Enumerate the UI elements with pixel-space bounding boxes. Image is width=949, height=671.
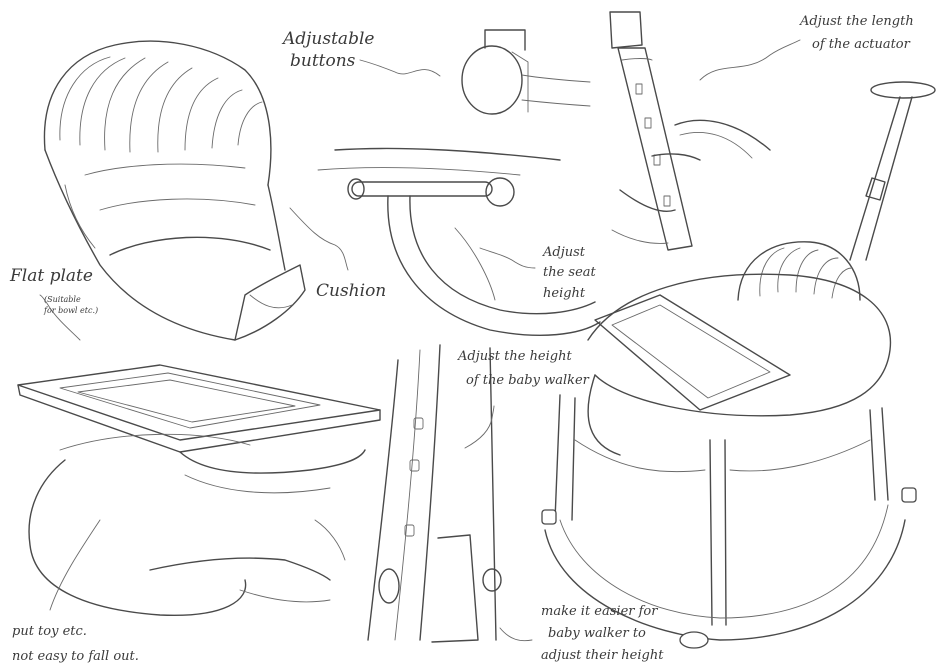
note-suitable-line2: for bowl etc.) [44,306,99,315]
actuator-telescopic-sketch [609,11,771,251]
arrow-actuator [699,39,801,81]
note-put-toy: put toy etc. [12,624,87,639]
note-not-easy: not easy to fall out. [12,649,139,664]
arrow-make-easier [499,627,533,642]
note-adjust-seat-line1: Adjust [543,245,586,260]
baby-walker-assembly-sketch [541,81,936,649]
note-flat-plate: Flat plate [10,266,93,286]
note-cushion: Cushion [316,281,387,301]
annotation-arrows [39,39,801,642]
leg-button-detail-sketch [367,344,502,643]
arrow-flat-plate [39,294,81,341]
note-adjust-length-line2: of the actuator [812,37,910,52]
arrow-cushion [289,207,349,271]
note-adjustable-buttons-line1: Adjustable [283,29,375,49]
note-adjust-length-line1: Adjust the length [800,14,914,29]
arrow-walker-height [464,405,495,449]
note-make-easier-line1: make it easier for [541,604,658,619]
flat-plate-tray-sketch [17,364,381,617]
note-adjust-walker-line1: Adjust the height [458,349,572,364]
arrow-adjustable-buttons [359,59,441,77]
seat-shell-sketch [43,40,306,341]
note-make-easier-line2: baby walker to [548,626,646,641]
note-make-easier-line3: adjust their height [541,648,664,663]
arrow-put-toy [49,519,101,611]
note-adjustable-buttons-line2: buttons [290,51,356,71]
note-adjust-seat-line3: height [543,286,586,301]
seat-hinge-detail-sketch [317,29,601,336]
arrow-seat-height [479,247,536,269]
note-suitable-line1: (Suitable [44,295,81,304]
note-adjust-seat-line2: the seat [543,265,596,280]
note-adjust-walker-line2: of the baby walker [466,373,589,388]
